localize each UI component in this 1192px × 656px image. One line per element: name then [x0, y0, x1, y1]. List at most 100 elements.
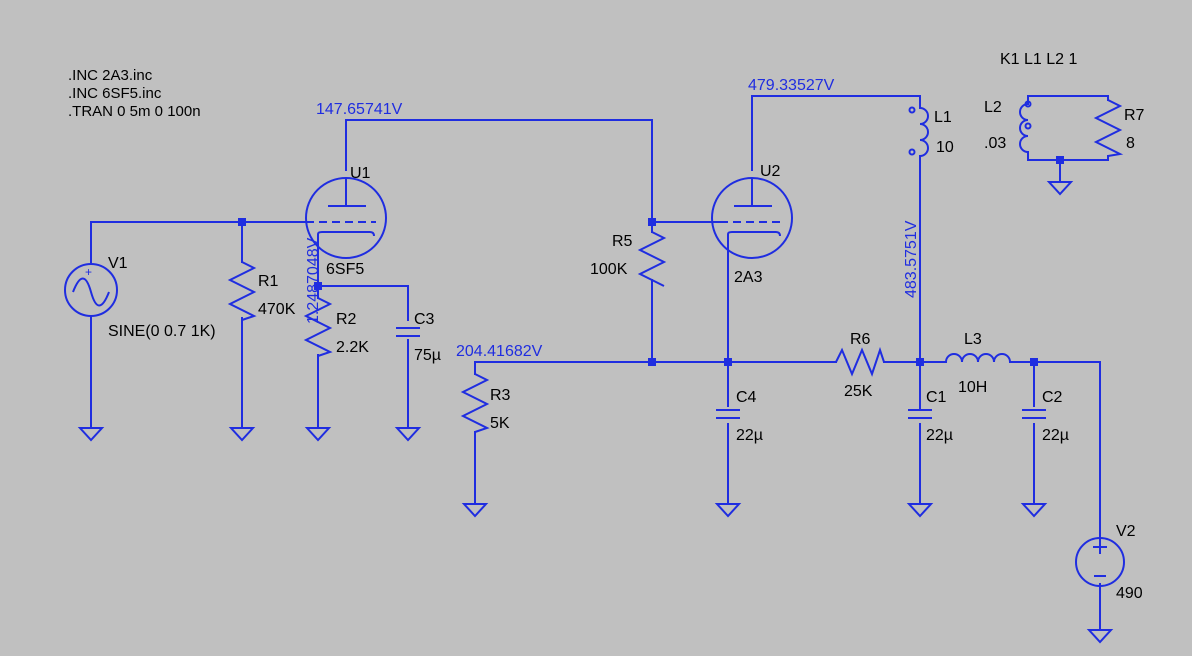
r1-label: R1	[258, 273, 279, 290]
junction-dot	[648, 218, 656, 226]
resistor-icon	[303, 297, 333, 357]
tube-cathode-icon	[727, 231, 781, 240]
ground-icon	[1086, 629, 1114, 644]
sine-source-icon	[64, 263, 118, 317]
resistor-r3[interactable]: R3 5K	[460, 373, 511, 433]
c2-value: 22µ	[1042, 427, 1069, 444]
u2-label: U2	[760, 163, 781, 180]
voltage-source-v1[interactable]: + V1 SINE(0 0.7 1K)	[64, 255, 216, 340]
wire-l3-right[interactable]	[1009, 361, 1101, 541]
junction-dot	[1030, 358, 1038, 366]
dc-source-icon	[1075, 537, 1125, 587]
r5-label: R5	[612, 233, 633, 250]
c4-value: 22µ	[736, 427, 763, 444]
u1-plate-voltage[interactable]: 147.65741V	[316, 101, 403, 118]
spice-directives[interactable]: .INC 2A3.inc .INC 6SF5.inc .TRAN 0 5m 0 …	[68, 67, 201, 120]
ground-icon	[714, 503, 742, 518]
plus-sign: +	[85, 265, 92, 279]
phase-dot-icon	[908, 148, 916, 156]
capacitor-c2[interactable]: C2 22µ	[1022, 389, 1069, 444]
resistor-r2[interactable]: R2 2.2K	[303, 297, 369, 357]
inductor-icon	[1019, 103, 1029, 153]
wire-secondary-top[interactable]	[1027, 95, 1109, 101]
resistor-icon	[835, 346, 885, 377]
capacitor-c1[interactable]: C1 22µ	[908, 389, 953, 444]
r2-label: R2	[336, 311, 357, 328]
u2-model: 2A3	[734, 269, 763, 286]
phase-dot-icon	[1024, 100, 1032, 108]
plus-icon	[1093, 540, 1107, 554]
capacitor-icon	[716, 409, 740, 419]
ground-icon	[304, 427, 332, 442]
l3-label: L3	[964, 331, 982, 348]
resistor-icon	[460, 373, 490, 433]
resistor-r6[interactable]: R6 25K	[835, 331, 885, 400]
tube-u2[interactable]: U2 2A3	[711, 163, 793, 286]
r2-value: 2.2K	[336, 339, 369, 356]
capacitor-icon	[396, 327, 420, 337]
capacitor-icon	[908, 409, 932, 419]
wire-u2-plate[interactable]	[751, 95, 921, 171]
resistor-r7[interactable]: R7 8	[1093, 99, 1145, 157]
l2-value: .03	[984, 135, 1006, 152]
tube-u1[interactable]: U1 6SF5	[305, 165, 387, 278]
l3-value: 10H	[958, 379, 987, 396]
junctions	[238, 156, 1064, 366]
junction-dot	[1056, 156, 1064, 164]
node-voltages[interactable]: 147.65741V 479.33527V 204.41682V 1.24870…	[305, 77, 920, 360]
directive-inc-6sf5[interactable]: .INC 6SF5.inc	[68, 85, 162, 102]
junction-dot	[724, 358, 732, 366]
u2-plate-voltage[interactable]: 479.33527V	[748, 77, 835, 94]
c1-label: C1	[926, 389, 947, 406]
r3-value: 5K	[490, 415, 510, 432]
wire-u1-plate[interactable]	[345, 119, 653, 223]
inductor-l2[interactable]: L2 .03	[984, 99, 1032, 153]
tube-cathode-icon	[317, 231, 375, 240]
inductor-l1[interactable]: L1 10	[908, 106, 954, 157]
inductor-l3[interactable]: L3 10H	[945, 331, 1011, 396]
resistor-r5[interactable]: R5 100K	[590, 231, 667, 287]
b-plus-voltage[interactable]: 483.5751V	[903, 220, 920, 298]
u2-cathode-voltage[interactable]: 204.41682V	[456, 343, 543, 360]
c2-label: C2	[1042, 389, 1063, 406]
wire-secondary-bottom[interactable]	[1027, 151, 1109, 161]
junction-dot	[314, 282, 322, 290]
r5-value: 100K	[590, 261, 628, 278]
junction-dot	[238, 218, 246, 226]
ground-icon	[906, 503, 934, 518]
resistor-r1[interactable]: R1 470K	[227, 261, 296, 321]
junction-dot	[916, 358, 924, 366]
v2-label: V2	[1116, 523, 1136, 540]
wire-input[interactable]	[90, 221, 307, 263]
resistor-icon	[227, 261, 257, 321]
ground-icon	[1020, 503, 1048, 518]
coupling-directive[interactable]: K1 L1 L2 1	[1000, 51, 1078, 68]
wire-c3-top[interactable]	[317, 285, 409, 321]
capacitor-c3[interactable]: C3 75µ	[396, 311, 441, 364]
l2-label: L2	[984, 99, 1002, 116]
directive-tran[interactable]: .TRAN 0 5m 0 100n	[68, 103, 201, 120]
ground-icon	[1046, 181, 1074, 196]
c4-label: C4	[736, 389, 757, 406]
u1-model: 6SF5	[326, 261, 364, 278]
resistor-icon	[637, 231, 667, 287]
capacitor-c4[interactable]: C4 22µ	[716, 389, 763, 444]
resistor-icon	[1093, 99, 1124, 157]
voltage-source-v2[interactable]: V2 490	[1075, 523, 1143, 602]
wires[interactable]	[90, 95, 1109, 631]
u1-cathode-voltage[interactable]: 1.2487048V	[305, 237, 322, 324]
junction-dot	[648, 358, 656, 366]
grounds	[77, 181, 1114, 644]
r3-label: R3	[490, 387, 511, 404]
ground-icon	[394, 427, 422, 442]
directive-inc-2a3[interactable]: .INC 2A3.inc	[68, 67, 153, 84]
l1-label: L1	[934, 109, 952, 126]
capacitor-icon	[1022, 409, 1046, 419]
r6-label: R6	[850, 331, 871, 348]
r7-label: R7	[1124, 107, 1145, 124]
r1-value: 470K	[258, 301, 296, 318]
sine-wave-icon	[72, 277, 110, 307]
v2-value: 490	[1116, 585, 1143, 602]
ground-icon	[77, 427, 105, 442]
